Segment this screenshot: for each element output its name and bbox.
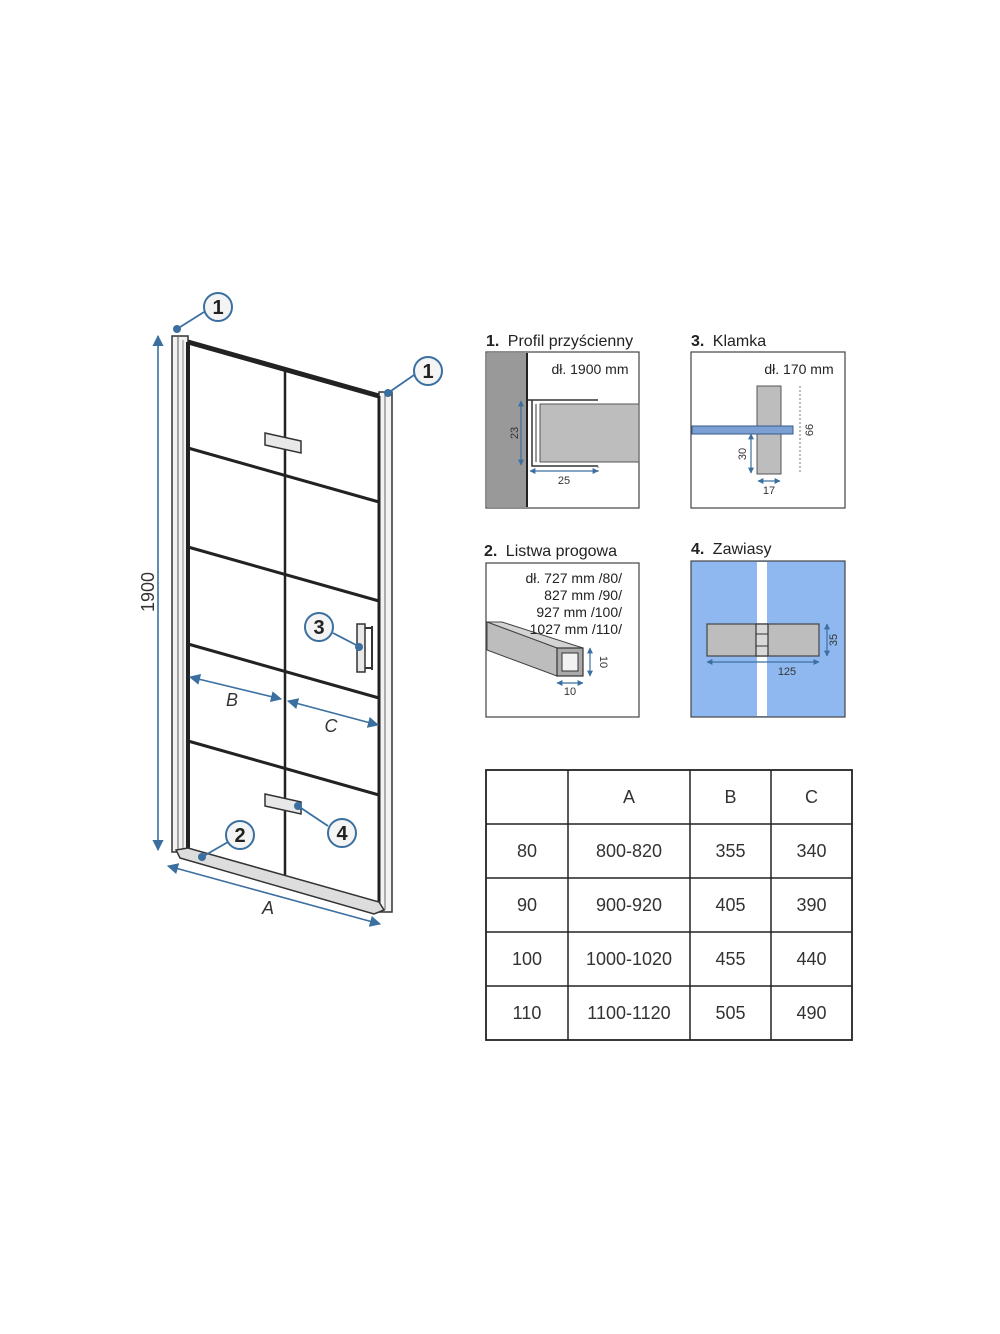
callouts: 1 1 2 3 4 [173,292,443,861]
table-cell: 100 [512,949,542,969]
panel-threshold-line-2: 827 mm /90/ [544,587,622,603]
width-c-label: C [325,716,339,736]
width-c-dimension-line [286,698,380,728]
table-cell: 405 [715,895,745,915]
callout-4: 4 [336,823,348,845]
table-header-cell: A [623,787,635,807]
panel-profile-height: 23 [509,427,521,439]
dimension-lines [152,334,382,927]
callout-circle-2 [225,820,255,850]
panel-handle-length: dł. 170 mm [764,361,833,377]
panel-hinges-width: 125 [778,666,796,678]
height-dimension-label: 1900 [138,572,158,612]
left-wall-profile [171,335,189,853]
table-cell: 390 [796,895,826,915]
panel-handle-total: 66 [804,424,816,436]
callout-1-right: 1 [422,361,433,383]
callout-2: 2 [234,825,245,847]
svg-text:1. Profil przyścienny: 1. Profil przyścienny [486,333,633,350]
panel-profile: 1. Profil przyścienny dł. 1900 mm 23 25 [485,333,640,509]
panel-threshold-title: Listwa progowa [506,543,617,560]
callout-circle-3 [304,612,334,642]
callout-3: 3 [313,617,324,639]
panel-handle: 3. Klamka dł. 170 mm 30 17 66 [690,333,846,509]
width-b-label: B [226,690,238,710]
width-a-label: A [261,898,274,918]
panel-hinges: 4. Zawiasy 125 35 [690,541,846,718]
panel-threshold: 2. Listwa progowa dł. 727 mm /80/ 827 mm… [484,543,640,718]
table-cell: 440 [796,949,826,969]
width-a-dimension-line [166,863,382,927]
table-cells: A B C 80 800-820 355 340 90 900-920 405 390 100 1000… [512,787,827,1023]
panel-hinges-number: 4. [691,541,704,558]
panel-profile-length: dł. 1900 mm [551,361,628,377]
table-cell: 340 [796,841,826,861]
door-drawing [171,335,393,915]
panel-handle-height: 30 [737,448,749,460]
panel-profile-number: 1. [486,333,499,350]
table-cell: 800-820 [596,841,662,861]
panel-threshold-width: 10 [564,686,576,698]
svg-text:2. Listwa progowa: 2. Listwa progowa [484,543,617,560]
callout-circle-1-right [413,356,443,386]
table-cell: 1100-1120 [587,1003,670,1023]
table-cell: 1000-1020 [586,949,672,969]
panel-threshold-line-1: dł. 727 mm /80/ [526,570,623,586]
callout-circle-1-left [203,292,233,322]
table-cell: 110 [513,1003,542,1023]
table-header-cell: B [724,787,736,807]
table-cell: 900-920 [596,895,662,915]
panel-threshold-line-4: 1027 mm /110/ [530,621,622,637]
panel-handle-title: Klamka [713,333,766,350]
panel-handle-width: 17 [763,485,775,497]
table-header-cell: C [805,787,818,807]
table-cell: 90 [517,895,537,915]
panel-profile-width: 25 [558,475,570,487]
table-cell: 455 [715,949,745,969]
panel-threshold-number: 2. [484,543,497,560]
panel-threshold-line-3: 927 mm /100/ [536,604,622,620]
panel-handle-number: 3. [691,333,704,350]
svg-text:4. Zawiasy: 4. Zawiasy [691,541,771,558]
right-wall-profile [378,391,393,913]
table-cell: 355 [715,841,745,861]
callout-1-left: 1 [212,297,223,319]
table-cell: 505 [715,1003,745,1023]
panel-hinges-title: Zawiasy [713,541,772,558]
panel-threshold-height: 10 [597,656,609,668]
table-cell: 80 [517,841,537,861]
table-cell: 490 [796,1003,826,1023]
panel-hinges-height: 35 [828,634,840,646]
threshold-strip [174,847,386,915]
door-frame [186,339,381,910]
svg-text:3. Klamka: 3. Klamka [691,333,766,350]
callout-circle-4 [327,818,357,848]
width-b-dimension-line [188,673,283,703]
size-table: A B C 80 800-820 355 340 90 900-920 405 390 100 1000… [485,769,853,1041]
panel-profile-title: Profil przyścienny [508,333,633,350]
hinge-bottom [264,793,302,815]
hinge-top [264,432,302,454]
